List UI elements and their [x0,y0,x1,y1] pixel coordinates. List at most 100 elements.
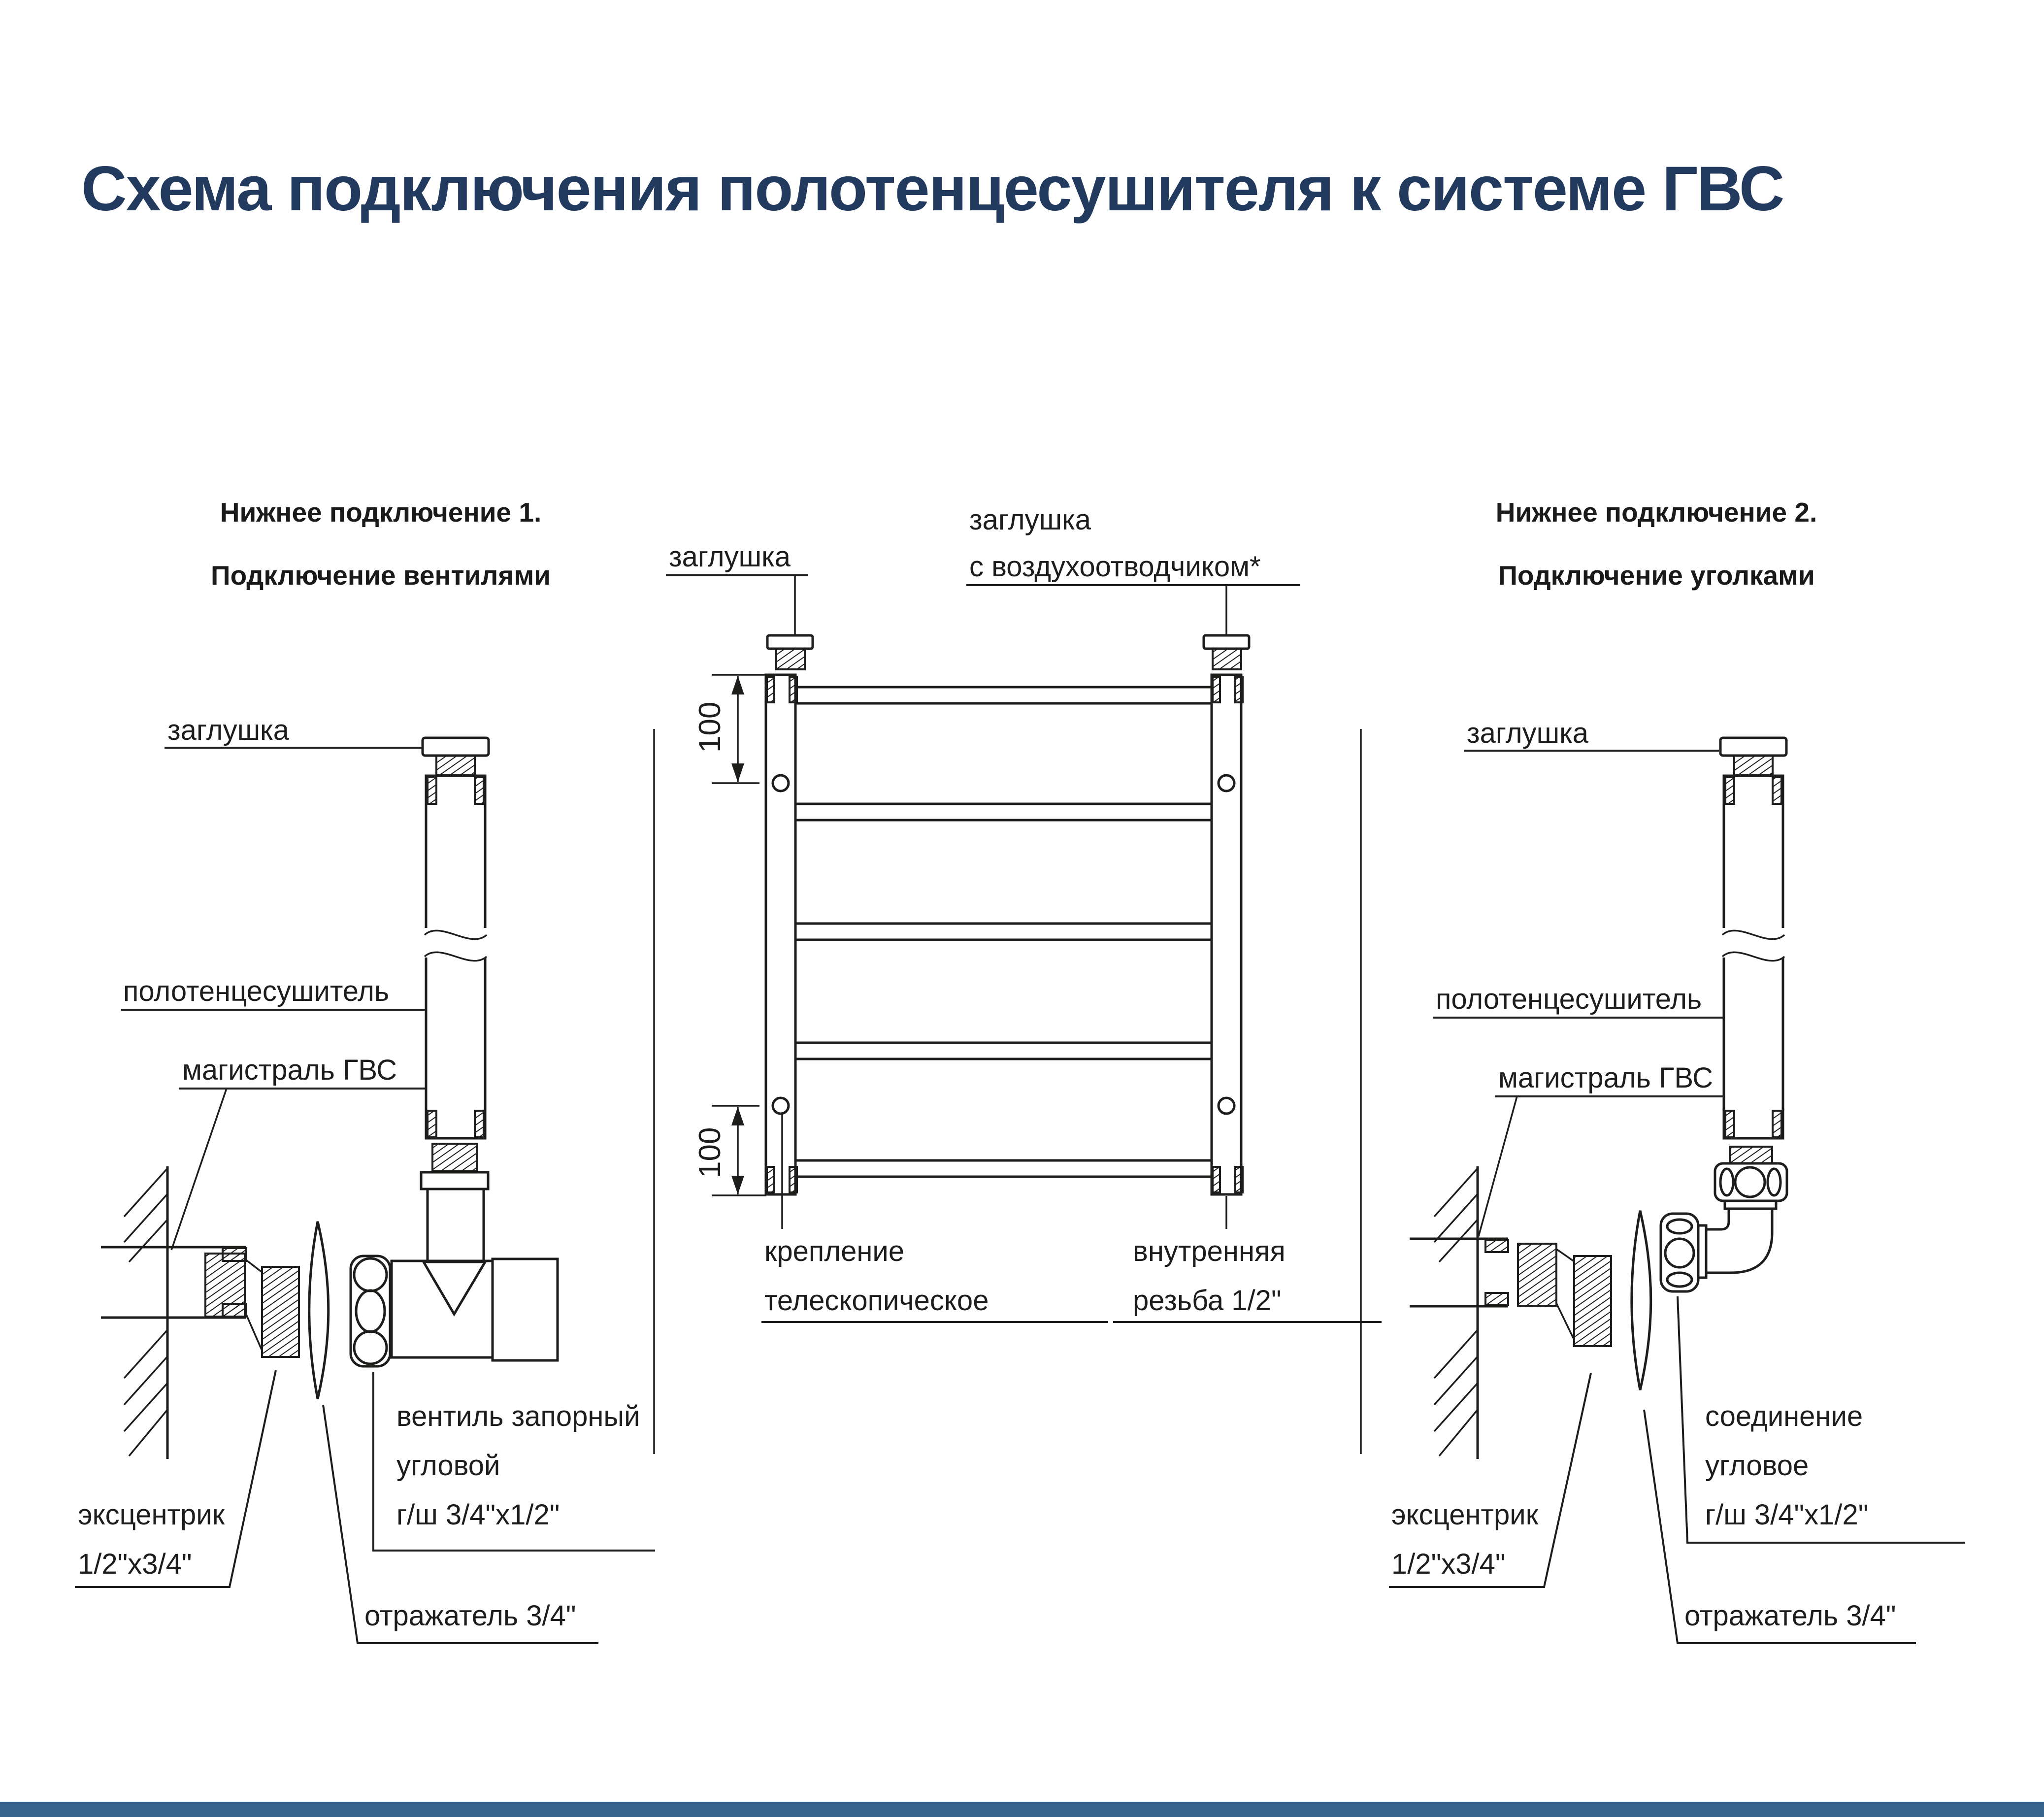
eccentric-body-small [204,1253,246,1318]
union-nut-knurl [1666,1271,1693,1288]
union-nut-knurl [1664,1237,1695,1269]
label-bracket-line2: телескопическое [764,1285,989,1317]
label-towel-rail-right: полотенцесушитель [1436,983,1702,1015]
ladder-right-collector [1210,673,1243,1196]
left-section-header-line1: Нижнее подключение 1. [220,497,542,528]
collector-thread [1212,676,1221,703]
left-section-header-line2: Подключение вентилями [211,560,551,591]
label-air-plug-line2: с воздухоотводчиком* [969,551,1261,583]
dimension-arrow [731,1176,744,1194]
leader-hws-main-right [1478,1096,1518,1237]
union-nut-knurl [1734,1166,1766,1198]
label-inner-thread-line1: внутренняя [1133,1235,1286,1267]
leader-underline-eccentric-left [75,1370,277,1588]
label-reflector-left: отражатель 3/4" [364,1600,576,1632]
eccentric-fitting [1517,1243,1612,1347]
plug-thread [435,755,476,776]
eccentric-connectors [244,1258,263,1351]
angle-shutoff-valve [390,1143,559,1362]
collector-thread [1234,676,1244,703]
pipe-socket-thread [1484,1239,1509,1253]
leader-underline-eccentric-right [1389,1373,1592,1588]
label-inner-thread-line2: резьба 1/2" [1133,1285,1282,1317]
riser-thread [427,776,437,805]
ladder-rung [794,802,1213,822]
elbow-inlet-flange [1697,1224,1708,1279]
dimension-100-top: 100 [693,674,766,784]
leader-underline-elbow [1677,1296,1965,1544]
label-hws-main-left: магистраль ГВС [182,1054,397,1086]
label-valve-line2: угловой [396,1450,500,1482]
elbow-union-nut [1659,1212,1700,1293]
riser-thread [1724,776,1735,805]
plug-cap [1719,736,1788,757]
dimension-100-bottom: 100 [693,1105,766,1196]
label-plug-left: заглушка [167,714,290,746]
label-hws-main-right: магистраль ГВС [1498,1062,1713,1094]
collector-thread [789,676,798,703]
dimension-arrow [731,676,744,694]
angle-elbow-fitting [1697,1146,1788,1279]
leader-underline-reflector-left [322,1404,598,1644]
label-elbow-line3: г/ш 3/4"х1/2" [1705,1499,1868,1531]
label-eccentric-right-line1: эксцентрик [1391,1499,1539,1531]
eccentric-body-large [1573,1255,1612,1347]
air-vent-plug-thread [1212,648,1242,670]
ladder-rung [794,1041,1213,1060]
left-connection-diagram: заглушка полотенцесушитель магистраль ГВ… [75,714,655,1644]
dimension-value-top: 100 [693,702,727,753]
eccentric-fitting [204,1253,300,1358]
air-vent-plug-cap [1202,634,1251,650]
collector-thread [1212,1166,1221,1193]
pipe-break-waves [1721,929,1785,962]
riser-thread [1772,776,1782,805]
page-title: Схема подключения полотенцесушителя к си… [81,154,1784,224]
plug-thread [1733,755,1774,776]
label-reflector-right: отражатель 3/4" [1684,1600,1896,1632]
label-plug-center: заглушка [669,541,791,573]
eccentric-body-large [261,1266,300,1358]
plug-cap [421,736,490,757]
right-section-header-line1: Нижнее подключение 2. [1495,497,1817,528]
pipe-socket-thread [1484,1292,1509,1306]
dimension-extension-lines [712,674,766,784]
riser-thread [427,1110,437,1138]
mounting-hole [1217,774,1236,793]
label-eccentric-right-line2: 1/2"х3/4" [1391,1548,1505,1580]
towel-rail-ladder: 100 100 [693,576,1251,1229]
collector-thread [789,1166,798,1193]
collector-thread [766,1166,775,1193]
eccentric-body-small [1517,1243,1557,1307]
ladder-rung [794,686,1213,705]
label-valve-line1: вентиль запорный [396,1400,640,1432]
label-eccentric-left-line2: 1/2"х3/4" [78,1548,192,1580]
right-connection-diagram: заглушка полотенцесушитель магистраль ГВ… [1389,717,1965,1644]
riser-thread [474,776,485,805]
dimension-arrow [731,763,744,782]
label-towel-rail-left: полотенцесушитель [123,975,389,1007]
leader-hws-main-left [170,1088,228,1251]
union-nut-knurl [1719,1167,1735,1197]
collector-thread [1234,1166,1244,1193]
riser-thread [1772,1110,1782,1138]
union-nut-body [349,1255,392,1368]
elbow-inner-wall [1706,1208,1730,1231]
label-plug-right: заглушка [1467,717,1589,749]
ladder-rung [794,922,1213,941]
footer-accent-bar [0,1802,2044,1817]
label-bracket-line1: крепление [764,1235,904,1267]
mounting-hole [1217,1096,1236,1115]
towel-rail-riser [1719,736,1788,1140]
wall-hatching [123,1167,168,1457]
eccentric-connectors [1555,1248,1575,1340]
valve-inlet-nut [420,1171,490,1190]
union-nut-knurl [1766,1167,1782,1197]
elbow-thread-nipple [1729,1146,1773,1164]
ladder-rung [794,1159,1213,1178]
label-valve-line3: г/ш 3/4"х1/2" [396,1499,560,1531]
label-elbow-line2: угловое [1705,1450,1809,1482]
riser-thread [474,1110,485,1138]
label-air-plug-line1: заглушка [969,504,1091,536]
leader-underline-reflector-right [1643,1409,1916,1644]
